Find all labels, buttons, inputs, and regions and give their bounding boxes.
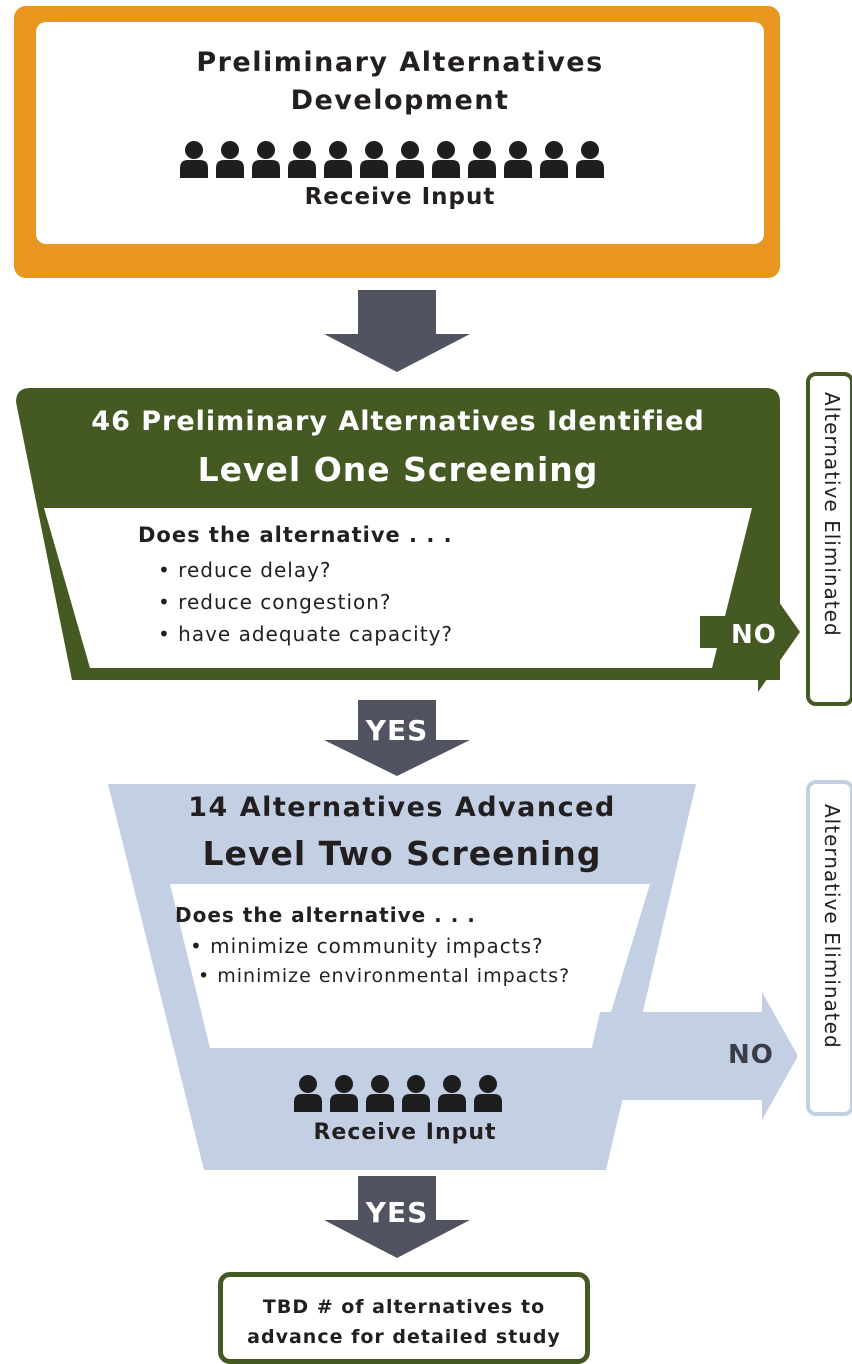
stage1-people-icons [178,140,606,178]
stage3-question: Does the alternative . . . [175,903,476,927]
final-box [218,1272,590,1364]
stage2-heading: 46 Preliminary Alternatives Identified [91,406,705,437]
stage3-subheading: Level Two Screening [202,834,602,873]
person-icon [438,1075,466,1112]
stage2-no-label: NO [731,620,777,650]
stage3-criterion: • minimize community impacts? [190,934,544,958]
person-icon [540,141,568,178]
stage2-funnel [16,388,800,692]
person-icon [396,141,424,178]
stage3-input-label: Receive Input [313,1120,497,1145]
yes-label-2: YES [365,1196,429,1229]
stage3-eliminated-box [806,780,852,1116]
stage2-criterion: • reduce delay? [158,558,332,582]
person-icon [288,141,316,178]
person-icon [468,141,496,178]
final-line1: TBD # of alternatives to [262,1296,546,1318]
person-icon [360,141,388,178]
person-icon [402,1075,430,1112]
person-icon [324,141,352,178]
final-text: TBD # of alternatives to advance for det… [218,1292,590,1352]
yes-arrow-2 [324,1176,470,1258]
stage1-title: Preliminary Alternatives Development [36,44,764,120]
final-line2: advance for detailed study [247,1326,561,1348]
stage3-criteria-list: • minimize community impacts? • minimize… [190,931,570,991]
stage1-panel [36,22,764,244]
stage1-title-line2: Development [290,85,510,116]
stage2-question: Does the alternative . . . [138,523,453,547]
stage2-eliminated-box [806,372,852,706]
stage1-input-label: Receive Input [304,184,496,210]
stage3-heading: 14 Alternatives Advanced [188,792,616,823]
stage2-criterion: • have adequate capacity? [158,622,454,646]
person-icon [294,1075,322,1112]
stage3-criterion: • minimize environmental impacts? [198,965,571,987]
person-icon [576,141,604,178]
stage2-criteria-list: • reduce delay? • reduce congestion? • h… [158,554,453,650]
person-icon [504,141,532,178]
yes-label-1: YES [365,714,429,747]
person-icon [252,141,280,178]
person-icon [330,1075,358,1112]
stage2-eliminated-label: Alternative Eliminated [820,392,844,637]
yes-arrow-1 [324,700,470,776]
person-icon [180,141,208,178]
person-icon [432,141,460,178]
stage3-eliminated-label: Alternative Eliminated [820,804,844,1049]
stage2-criterion: • reduce congestion? [158,590,392,614]
person-icon [366,1075,394,1112]
stage2-subheading: Level One Screening [197,450,599,489]
down-arrow-icon [324,290,470,372]
person-icon [216,141,244,178]
stage1-title-line1: Preliminary Alternatives [196,47,604,78]
stage3-people-icons [292,1074,504,1112]
stage3-no-label: NO [728,1040,774,1070]
person-icon [474,1075,502,1112]
